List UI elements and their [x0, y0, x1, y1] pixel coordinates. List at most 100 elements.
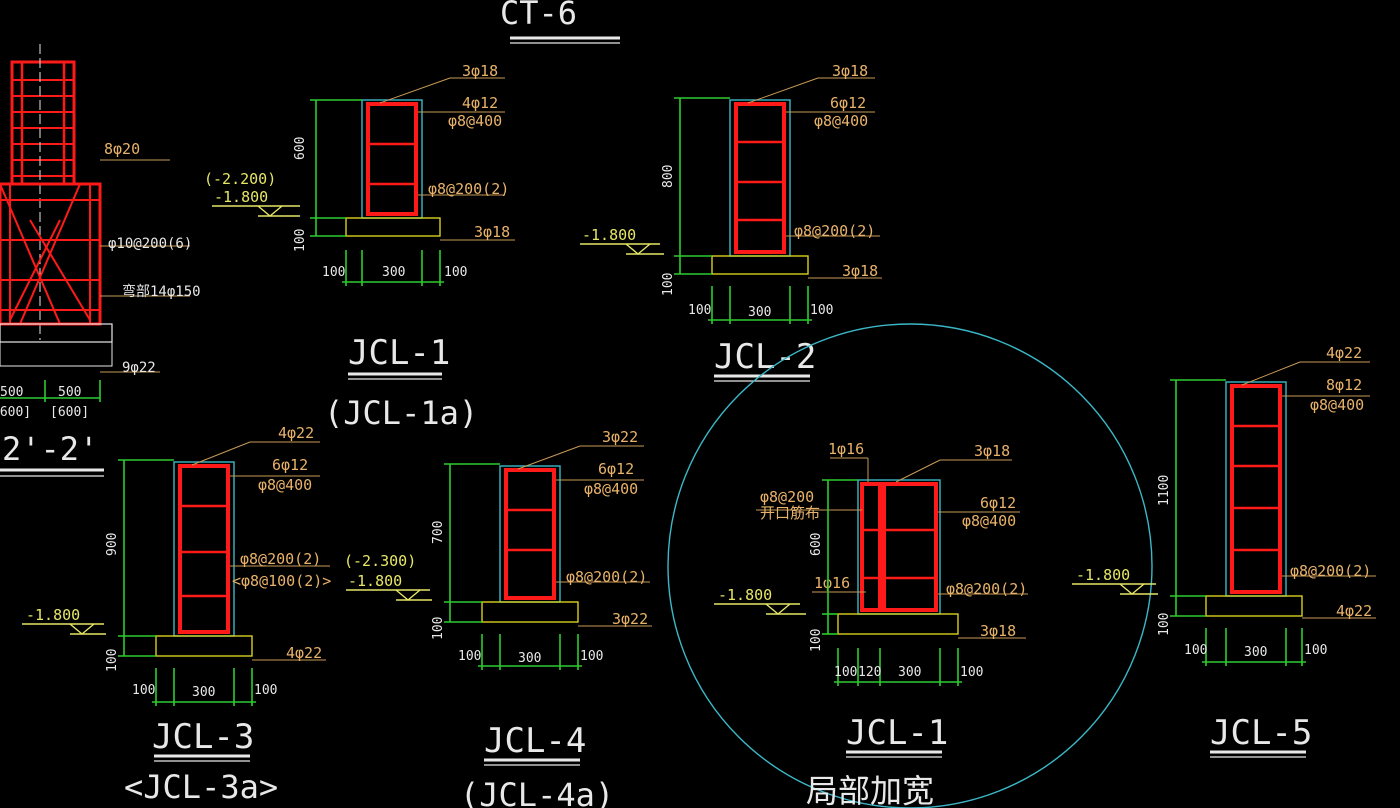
beam-subtitle: 局部加宽 [806, 772, 934, 808]
side-rebar-label: 6φ12 [830, 94, 866, 112]
section-2-2: 8φ20 φ10@200(6) 弯部14φ150 9φ22 500 500 [6… [0, 44, 201, 477]
base-dim: 100 [1157, 613, 1172, 636]
width-dim: 300 [898, 665, 921, 680]
beam-subtitle: (JCL-1a) [324, 394, 478, 432]
section-title: 2'-2' [2, 430, 98, 468]
base-pad [345, 217, 441, 237]
side-rebar-label: 8φ12 [1326, 376, 1362, 394]
bottom-rebar-label: 4φ22 [286, 644, 322, 662]
base-dim: 100 [293, 229, 308, 252]
stirrup-outline [504, 468, 556, 600]
tie-label: φ8@400 [962, 512, 1016, 530]
extra-tie-label: φ8@200 [760, 488, 814, 506]
tie-label: φ8@400 [584, 480, 638, 498]
elevation-label: -1.800 [348, 572, 402, 590]
dim-label: 500 [0, 385, 23, 400]
top-rebar-label: 3φ18 [974, 442, 1010, 460]
top-label-text: CT-6 [500, 0, 577, 32]
dim-label: [600] [0, 405, 31, 420]
width-dim: 100 [834, 665, 857, 680]
width-dim: 100 [322, 265, 345, 280]
side-rebar-label: 6φ12 [272, 456, 308, 474]
width-dim: 100 [254, 683, 277, 698]
stirrup-label-alt: <φ8@100(2)> [232, 572, 331, 590]
bottom-rebar-label: 3φ18 [474, 223, 510, 241]
base-pad [711, 255, 809, 275]
height-dim: 800 [661, 165, 676, 188]
side-rebar-label: 6φ12 [980, 494, 1016, 512]
stirrup-outline [734, 102, 786, 254]
beam-jcl1: 3φ18 4φ12 φ8@400 φ8@200(2) 3φ18 600 100 … [204, 62, 515, 432]
width-dim: 100 [580, 649, 603, 664]
width-dim: 300 [518, 651, 541, 666]
width-dim: 100 [132, 683, 155, 698]
base-dim: 100 [809, 629, 824, 652]
bottom-rebar-label: 4φ22 [1336, 602, 1372, 620]
width-dim: 100 [960, 665, 983, 680]
elevation-label: -1.800 [718, 586, 772, 604]
bottom-rebar-label: 3φ22 [612, 610, 648, 628]
height-dim: 900 [105, 533, 120, 556]
top-rebar-label: 3φ22 [602, 428, 638, 446]
dim-label: [600] [50, 405, 89, 420]
base-dim: 100 [431, 617, 446, 640]
side-rebar-label: 4φ12 [462, 94, 498, 112]
stirrup-outline [1230, 384, 1282, 594]
stirrup-label: φ8@200(2) [1290, 562, 1371, 580]
beam-jcl5: 4φ22 8φ12 φ8@400 φ8@200(2) 4φ22 1100 100… [1072, 344, 1376, 758]
beam-title: JCL-3 [152, 717, 254, 757]
beam-title: JCL-4 [484, 721, 586, 761]
stirrup-outline [882, 482, 938, 612]
tie-label: φ8@400 [448, 112, 502, 130]
rebar-label: φ10@200(6) [108, 236, 192, 252]
base-dim: 100 [661, 273, 676, 296]
highlight-circle [667, 323, 1153, 808]
beam-jcl2: 3φ18 6φ12 φ8@400 φ8@200(2) 3φ18 800 100 … [580, 62, 882, 382]
elevation-label: (-2.200) [204, 170, 276, 188]
rebar-label: 弯部14φ150 [122, 283, 201, 300]
base-pad [837, 613, 959, 635]
stirrup-label: φ8@200(2) [794, 222, 875, 240]
stirrup-label: φ8@200(2) [428, 180, 509, 198]
stirrup-outline [178, 464, 230, 634]
base-dim: 100 [105, 649, 120, 672]
tie-label: φ8@400 [258, 476, 312, 494]
elevation-label: -1.800 [214, 188, 268, 206]
width-dim: 300 [1244, 645, 1267, 660]
base-pad [155, 635, 253, 657]
height-dim: 600 [293, 137, 308, 160]
elevation-label: -1.800 [582, 226, 636, 244]
top-rebar-label: 3φ18 [832, 62, 868, 80]
bottom-rebar-label: 3φ18 [842, 262, 878, 280]
width-dim: 300 [382, 265, 405, 280]
beam-subtitle: (JCL-4a) [460, 776, 614, 808]
elevation-label: (-2.300) [344, 552, 416, 570]
extra-rebar-label: 1φ16 [828, 440, 864, 458]
extra-rebar-label: 1φ16 [814, 574, 850, 592]
side-rebar-label: 6φ12 [598, 460, 634, 478]
width-dim: 120 [858, 665, 881, 680]
rebar-label: 9φ22 [122, 360, 156, 376]
width-dim: 300 [748, 305, 771, 320]
width-dim: 100 [458, 649, 481, 664]
height-dim: 1100 [1157, 475, 1172, 506]
stirrup-label: φ8@200(2) [240, 550, 321, 568]
beam-title: JCL-1 [348, 333, 450, 373]
beam-jcl1-widened: 3φ18 1φ16 φ8@200 开口筋布 1φ16 6φ12 φ8@400 φ… [667, 323, 1153, 808]
width-dim: 100 [1304, 643, 1327, 658]
width-dim: 100 [1184, 643, 1207, 658]
extra-tie-note: 开口筋布 [760, 504, 820, 522]
elevation-label: -1.800 [26, 606, 80, 624]
tie-label: φ8@400 [814, 112, 868, 130]
beam-title: JCL-1 [846, 713, 948, 753]
width-dim: 100 [688, 303, 711, 318]
width-dim: 300 [192, 685, 215, 700]
dim-label: 500 [58, 385, 81, 400]
stirrup-label: φ8@200(2) [946, 580, 1027, 598]
rebar-label: 8φ20 [104, 140, 140, 158]
top-rebar-label: 4φ22 [1326, 344, 1362, 362]
base-pad [481, 601, 579, 623]
tie-label: φ8@400 [1310, 396, 1364, 414]
top-label: CT-6 [500, 0, 620, 44]
